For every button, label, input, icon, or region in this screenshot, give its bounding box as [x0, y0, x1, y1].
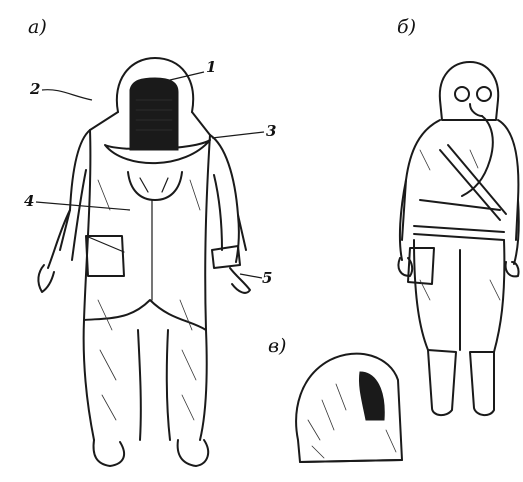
callout-3: 3	[212, 122, 276, 140]
hood-drawing-c	[296, 354, 402, 462]
panel-label-c: в)	[268, 335, 286, 357]
svg-text:2: 2	[29, 80, 40, 98]
panel-label-b: б)	[397, 16, 416, 38]
callout-4: 4	[24, 192, 130, 210]
svg-text:5: 5	[262, 269, 272, 287]
callout-2: 2	[29, 80, 92, 100]
suit-drawing-b	[398, 62, 518, 415]
svg-text:3: 3	[266, 122, 276, 140]
svg-text:1: 1	[206, 58, 216, 76]
suit-drawing-a	[38, 58, 250, 466]
callout-1: 1	[170, 58, 216, 80]
svg-text:4: 4	[24, 192, 34, 210]
panel-label-a: а)	[28, 16, 47, 38]
